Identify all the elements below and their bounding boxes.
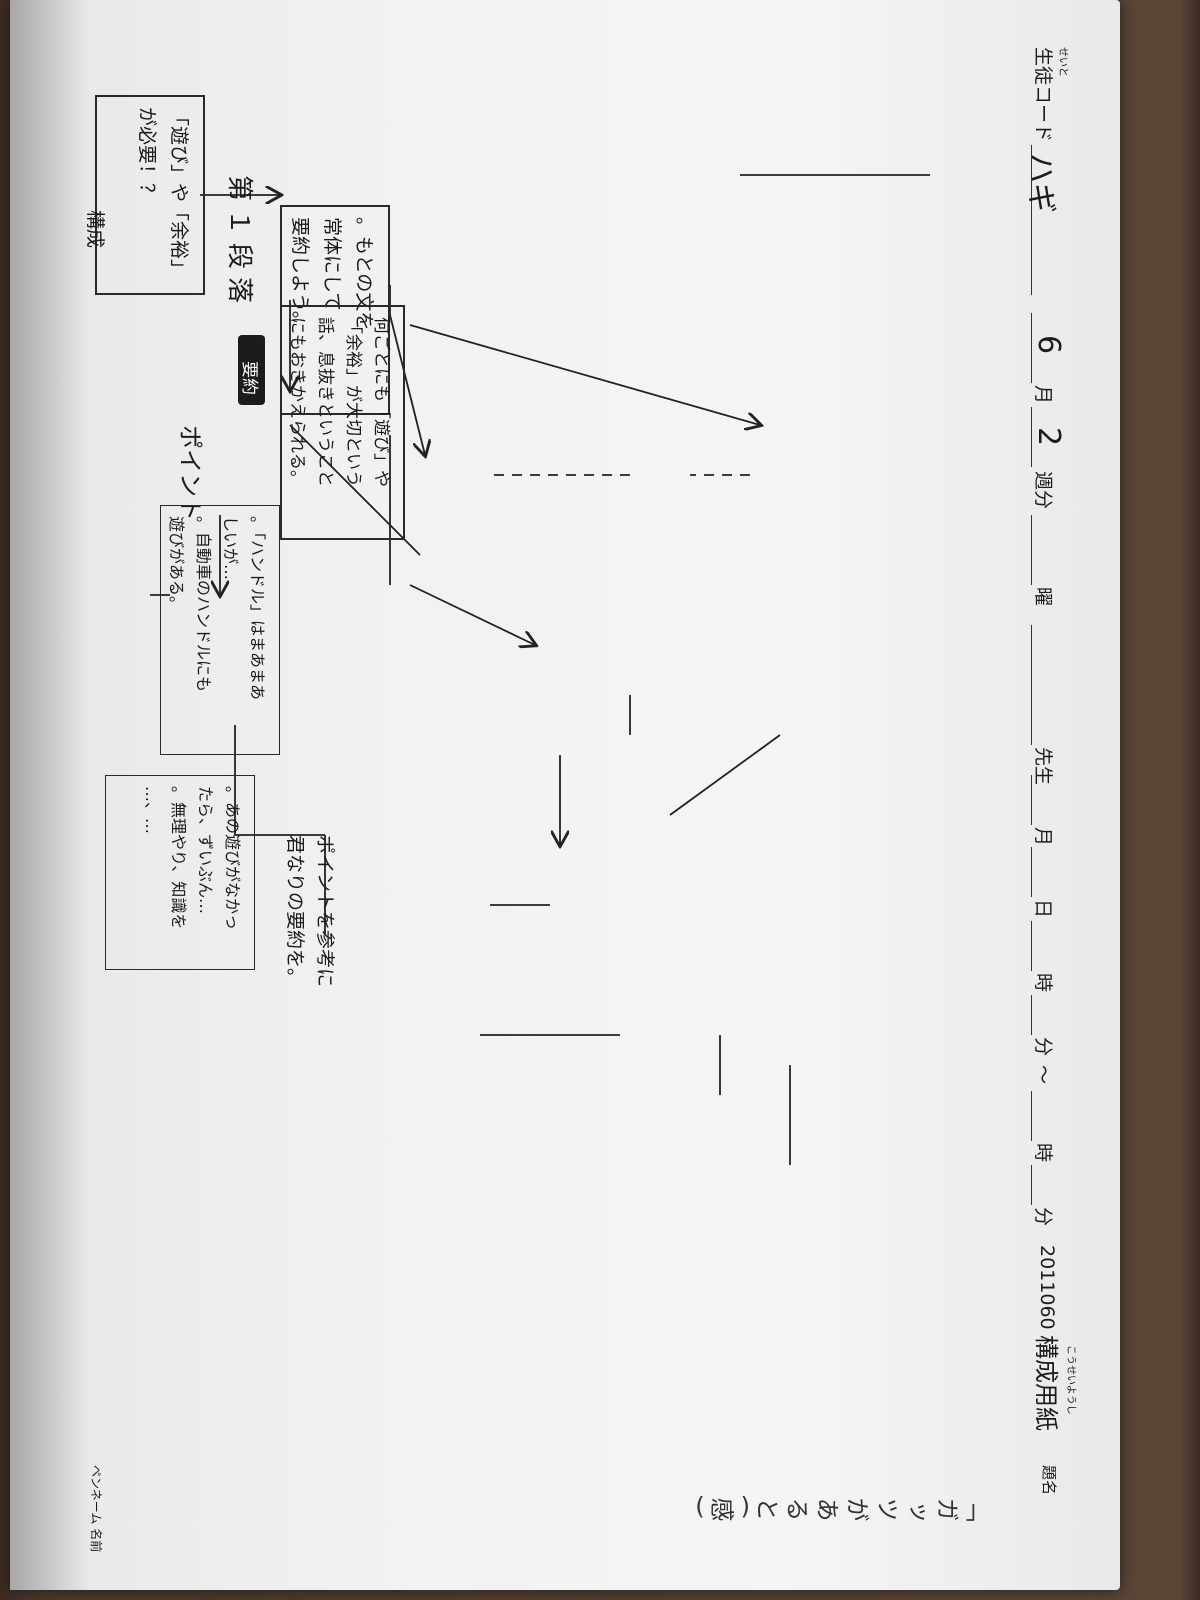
form-title: 構成用紙: [1032, 1335, 1060, 1431]
time-to-hour: 時: [1032, 1143, 1054, 1163]
point2-box: 。あの遊びがなかっ たら、ずいぶん… 。無理やり、知識を …、…: [105, 775, 255, 970]
taiken-box: 何ごとにも「遊び」や 「余裕」が大切という 話、息抜きということ にもおきかえら…: [280, 305, 405, 540]
time-from-min: 分: [1032, 1037, 1054, 1057]
essay-title-vertical: 「ガッツがあると(感): [689, 1493, 990, 1521]
title-label: 題名: [1040, 1465, 1058, 1496]
question-box: 「遊び」や「余裕」 が必要！？: [95, 95, 205, 295]
month-value: 6: [1031, 335, 1066, 355]
date-month-line: [1031, 775, 1032, 825]
page-fold-shadow: [10, 0, 90, 1590]
spacer8: [934, 175, 950, 195]
week-value: 2: [1031, 427, 1066, 447]
week-label: 週分: [1032, 471, 1054, 510]
teacher-label: 先生: [1032, 747, 1054, 786]
time-tilde: 〜: [1032, 1065, 1054, 1085]
month-label: 月: [1032, 385, 1054, 405]
date-day-label: 日: [1032, 899, 1054, 919]
time-from-min-line: [1031, 995, 1032, 1035]
weekday-line: [1031, 515, 1032, 585]
time-to-min-line: [1031, 1165, 1032, 1205]
penname-label: ペンネーム 名前: [89, 1465, 103, 1553]
student-code-label: 生徒コード: [1032, 47, 1054, 143]
weekday-label: 曜: [1032, 587, 1054, 607]
youyaku-tag: 要約: [238, 335, 265, 405]
point-note: ポイントを参考に 君なりの要約を。: [284, 835, 336, 988]
spacer30: [224, 175, 240, 195]
date-month-label: 月: [1032, 827, 1054, 847]
date-day-line: [1031, 847, 1032, 897]
time-from-hour-line: [1031, 921, 1032, 971]
time-to-hour-line: [1031, 1091, 1032, 1141]
time-to-min: 分: [1032, 1207, 1054, 1227]
worksheet-content: せいと 生徒コード ハギ 6 月 2 週分 曜 先生 月 日 時 分 〜 時 分…: [30, 35, 1110, 1575]
form-title-reading: こうせいようし: [1065, 1345, 1076, 1415]
teacher-line: [1031, 625, 1032, 745]
student-code-reading: せいと: [1057, 47, 1068, 77]
kousei-label: 構成: [84, 210, 106, 249]
student-code-value: ハギ: [1023, 153, 1058, 213]
worksheet-paper: [10, 0, 1120, 1590]
point-box: 。「ハンドル」はまあまあ しいが… 。自動車のハンドルにも 遊びがある。: [160, 505, 280, 755]
time-from-hour: 時: [1032, 973, 1054, 993]
form-code: 2011060: [1036, 1245, 1058, 1330]
